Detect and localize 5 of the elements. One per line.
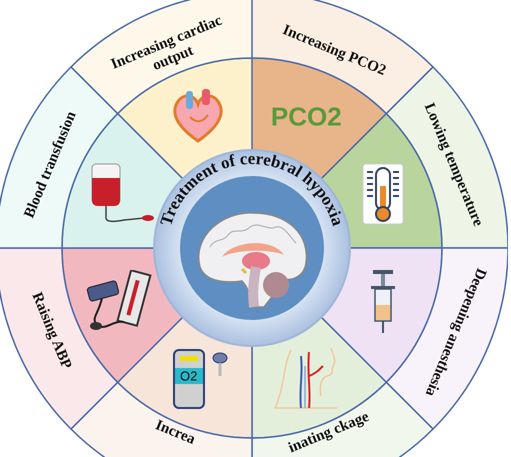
sector-label: Increa [153,417,198,449]
large-heading: PCO2 [270,101,342,132]
sector-label: Raising ABP [27,290,75,374]
sector-label: inating ckage [286,408,372,457]
gas-label: O2 [180,368,198,384]
